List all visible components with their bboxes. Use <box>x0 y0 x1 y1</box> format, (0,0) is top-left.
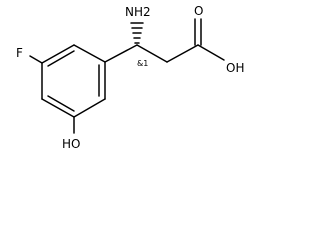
fluorine-label: F <box>16 46 23 60</box>
ring-double-bond-inner <box>47 95 75 112</box>
ring-bond-c1-c2 <box>73 44 106 63</box>
bond-ch2-to-carboxyl <box>166 44 199 63</box>
ring-bond-c4-c5 <box>41 98 75 118</box>
stereo-flag-label: &1 <box>137 59 148 68</box>
bond-chiral-to-ch2 <box>136 44 168 63</box>
bond-ring-to-chiral-carbon <box>104 44 138 63</box>
ring-bond-c2-c3 <box>41 44 75 64</box>
bond-ring-to-fluorine <box>29 55 43 64</box>
carbonyl-oxygen-label: O <box>194 4 203 18</box>
chemical-structure: F HO NH2 &1 O OH <box>16 4 244 151</box>
bond-carboxyl-to-oh <box>197 44 225 61</box>
benzene-ring <box>41 44 106 118</box>
amine-label: NH2 <box>125 5 151 19</box>
phenol-hydroxyl-label: HO <box>62 137 80 151</box>
ring-double-bond-inner <box>47 50 75 67</box>
ring-bond-c5-c6 <box>73 98 106 118</box>
hashed-wedge-bond <box>130 22 144 44</box>
acid-hydroxyl-label: OH <box>226 61 244 75</box>
